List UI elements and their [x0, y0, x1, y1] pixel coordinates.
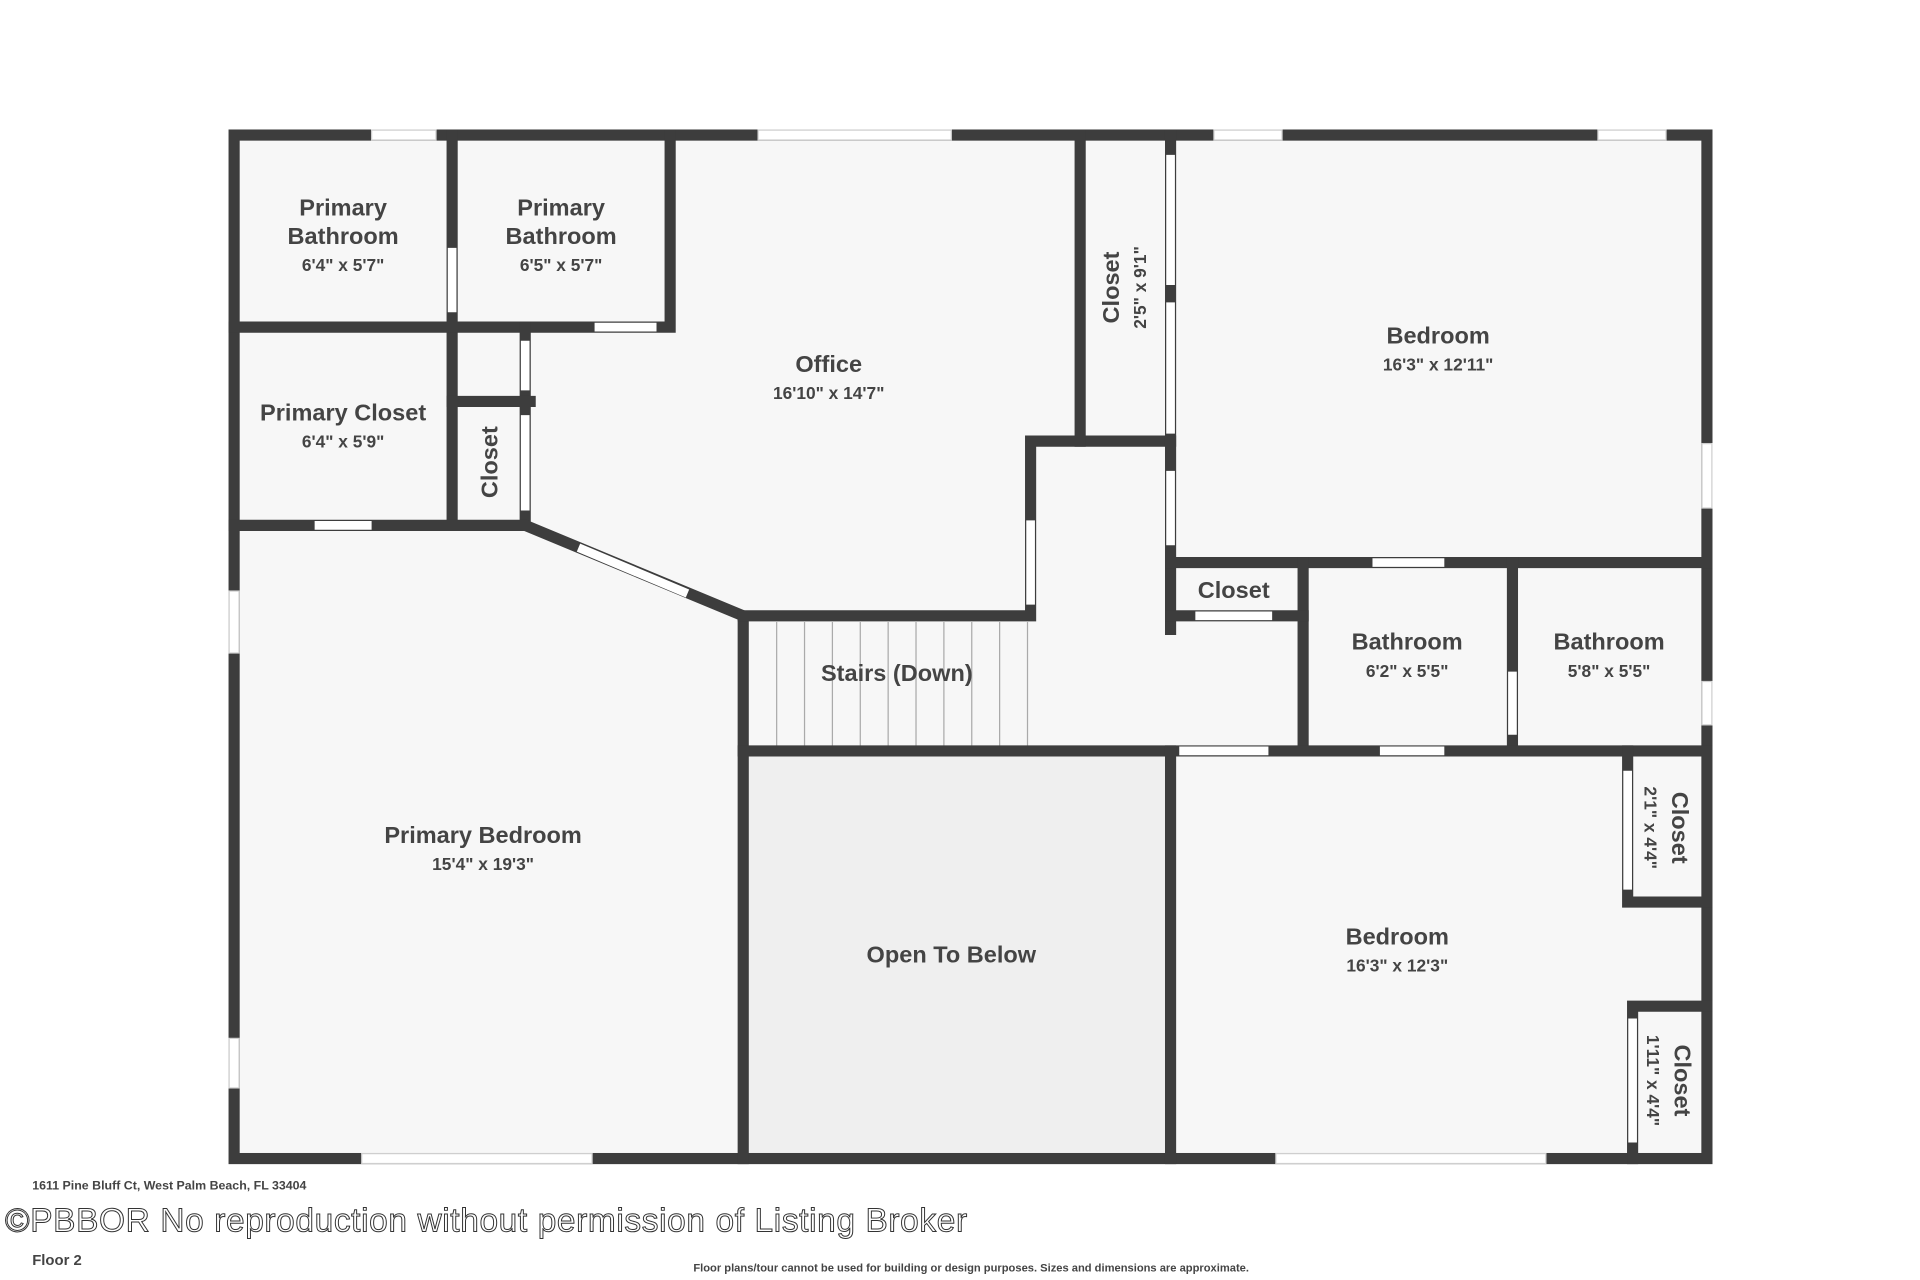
- door-openings: [314, 154, 1637, 1143]
- room-name: Closet: [1665, 791, 1692, 864]
- room-label-primary-bathroom-2: Primary Bathroom 6'5" x 5'7": [506, 196, 617, 276]
- room-dims: 5'8" x 5'5": [1567, 660, 1651, 681]
- room-label-bathroom-2: Bathroom 5'8" x 5'5": [1553, 630, 1664, 682]
- room-dims: 6'4" x 5'9": [301, 431, 385, 452]
- room-name: Primary: [517, 195, 605, 222]
- stairs-treads: [776, 622, 1029, 746]
- room-name: Primary Closet: [260, 400, 427, 427]
- room-name: Bedroom: [1386, 323, 1490, 350]
- room-label-office: Office 16'10" x 14'7": [773, 352, 885, 404]
- room-name: Bathroom: [287, 223, 399, 250]
- room-name: Primary: [299, 195, 387, 222]
- room-dims: 2'5" x 9'1": [1129, 246, 1150, 329]
- room-label-primary-closet: Primary Closet 6'4" x 5'9": [260, 400, 426, 452]
- room-dims: 16'3" x 12'11": [1382, 354, 1494, 375]
- room-label-closet-right-1: Closet 2'1" x 4'4": [1640, 786, 1692, 869]
- room-name: Bathroom: [1351, 629, 1463, 656]
- room-dims: 1'11" x 4'4": [1643, 1034, 1664, 1127]
- room-name: Closet: [1668, 1044, 1695, 1117]
- watermark: ©PBBOR No reproduction without permissio…: [4, 1201, 968, 1240]
- open-to-below-area: [748, 755, 1166, 1154]
- room-label-primary-bathroom-1: Primary Bathroom 6'4" x 5'7": [288, 196, 399, 276]
- room-name: Closet: [1197, 578, 1270, 605]
- room-name: Stairs (Down): [820, 661, 973, 688]
- room-name: Open To Below: [866, 942, 1037, 969]
- room-dims: 2'1" x 4'4": [1641, 786, 1662, 870]
- room-dims: 6'4" x 5'7": [301, 254, 385, 275]
- room-name: Primary Bedroom: [384, 823, 582, 850]
- room-label-closet-right-2: Closet 1'11" x 4'4": [1643, 1035, 1695, 1126]
- room-name: Closet: [477, 426, 504, 499]
- room-dims: 6'2" x 5'5": [1365, 660, 1449, 681]
- room-name: Office: [795, 352, 863, 379]
- room-dims: 16'3" x 12'3": [1346, 955, 1449, 976]
- room-dims: 6'5" x 5'7": [519, 254, 603, 275]
- room-label-closet-top: Closet 2'5" x 9'1": [1099, 246, 1151, 329]
- room-dims: 15'4" x 19'3": [432, 853, 535, 874]
- property-address: 1611 Pine Bluff Ct, West Palm Beach, FL …: [32, 1179, 307, 1194]
- windows: [228, 129, 1713, 1165]
- room-name: Bathroom: [1553, 629, 1665, 656]
- room-label-primary-bedroom: Primary Bedroom 15'4" x 19'3": [384, 823, 582, 875]
- disclaimer: Floor plans/tour cannot be used for buil…: [693, 1261, 1249, 1274]
- room-label-stairs: Stairs (Down): [821, 661, 973, 689]
- room-name: Bedroom: [1345, 924, 1449, 951]
- room-dims: 16'10" x 14'7": [772, 382, 885, 403]
- floor-label: Floor 2: [32, 1251, 82, 1269]
- room-name: Closet: [1098, 251, 1125, 324]
- room-label-bedroom-bottom: Bedroom 16'3" x 12'3": [1346, 925, 1449, 977]
- room-label-bathroom-1: Bathroom 6'2" x 5'5": [1352, 630, 1463, 682]
- room-name: Bathroom: [505, 223, 617, 250]
- room-label-closet-small: Closet: [478, 426, 506, 498]
- room-label-open-to-below: Open To Below: [867, 942, 1037, 970]
- room-label-bedroom-top: Bedroom 16'3" x 12'11": [1383, 324, 1494, 376]
- room-label-closet-hall: Closet: [1198, 578, 1270, 606]
